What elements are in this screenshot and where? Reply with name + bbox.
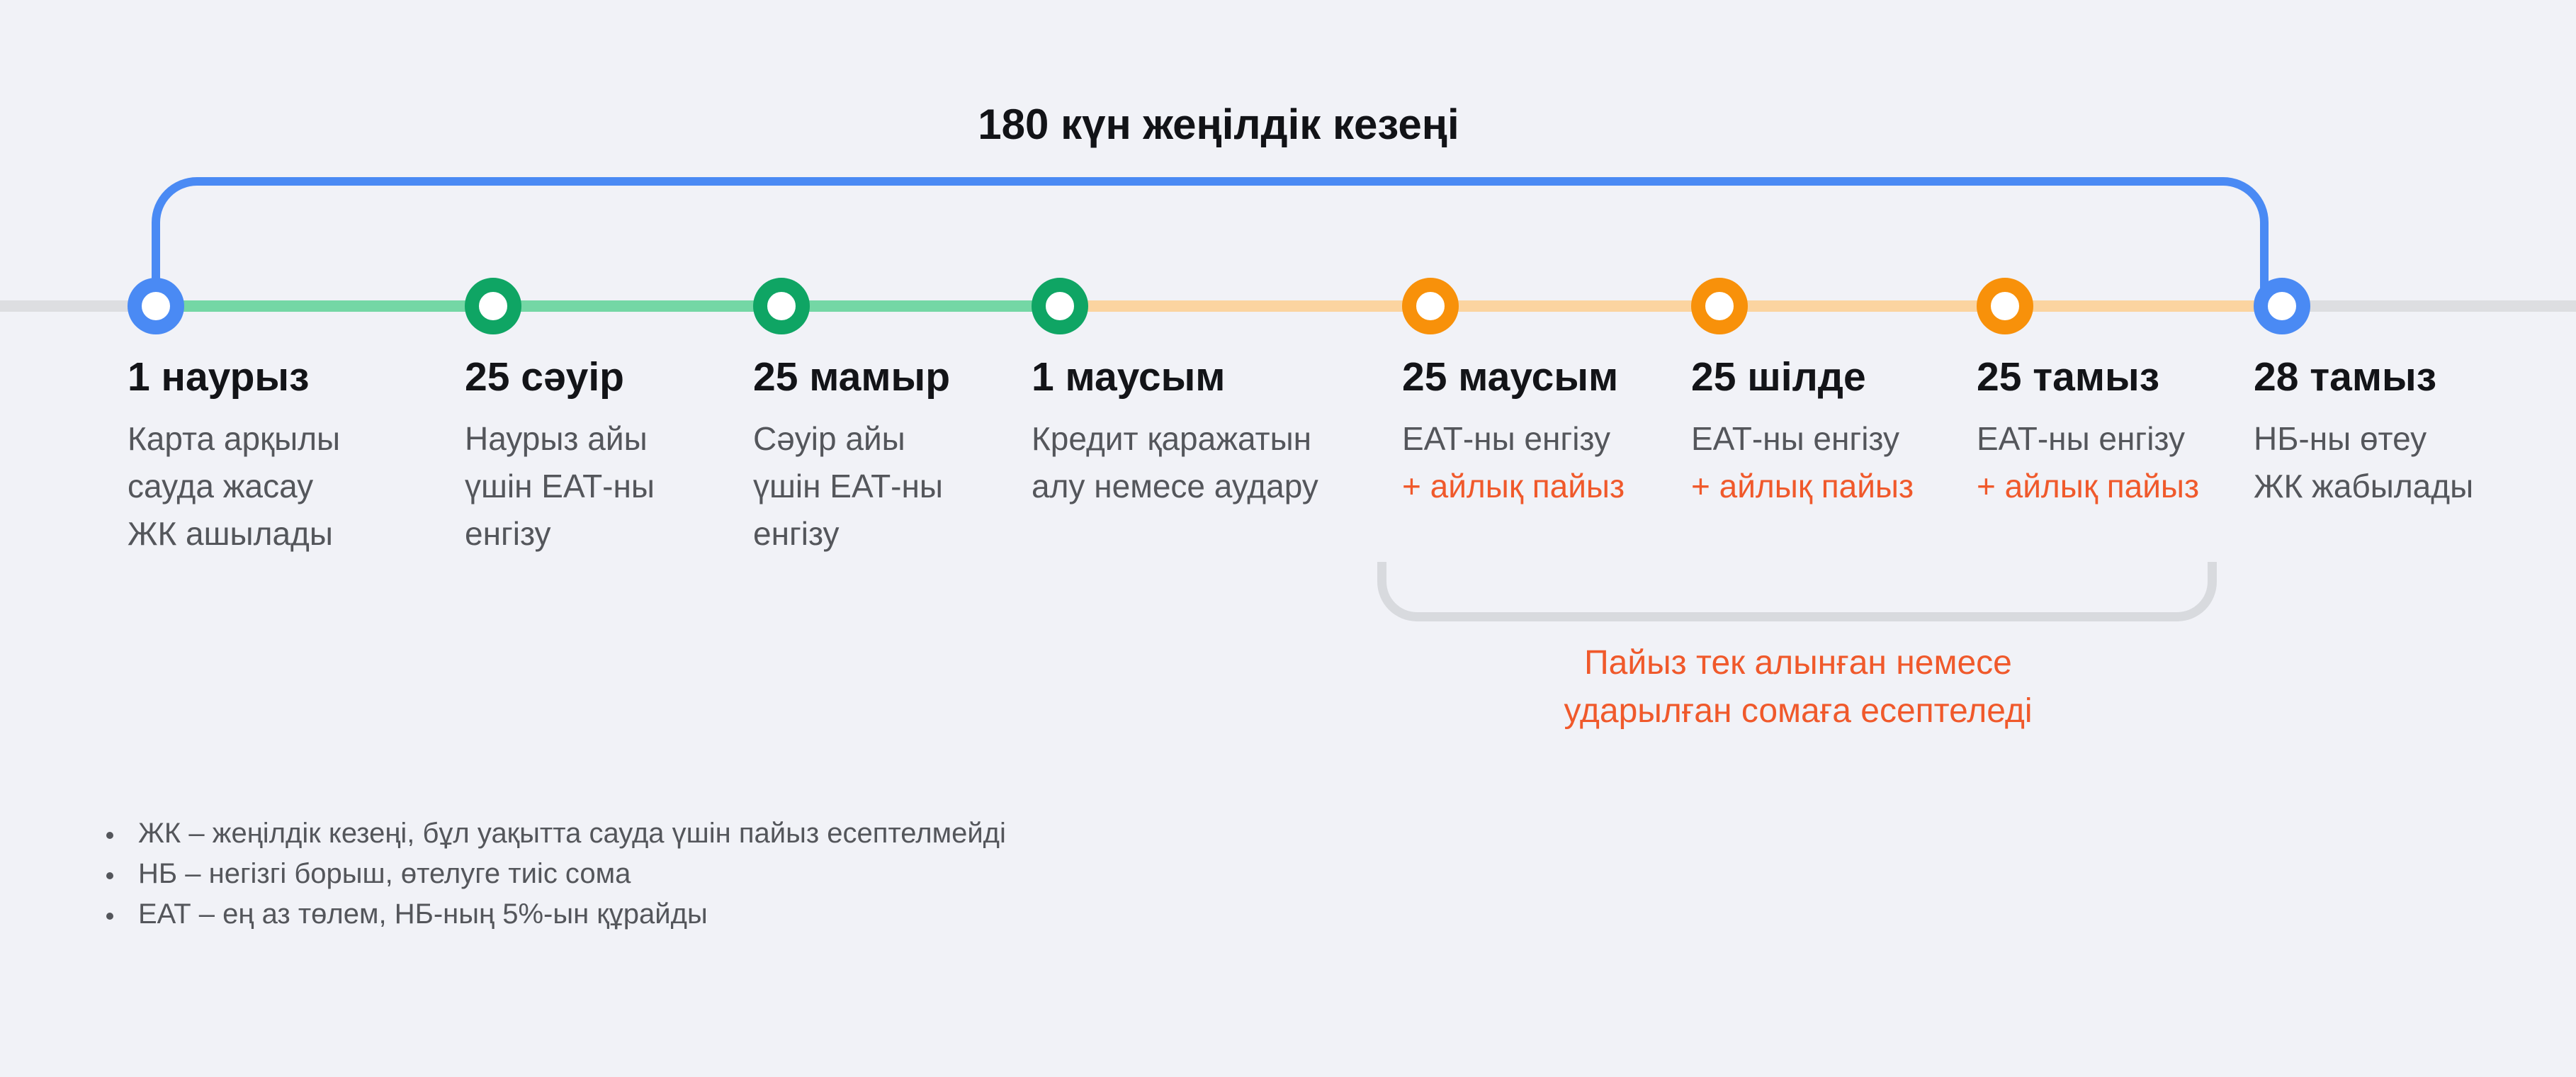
- event-column-25-may: 25 мамыр Сәуір айы үшін ЕАТ-ны енгізу: [753, 357, 1079, 558]
- event-column-25-jul: 25 шілде ЕАТ-ны енгізу + айлық пайыз: [1691, 357, 2017, 510]
- event-date: 25 тамыз: [1977, 354, 2160, 400]
- event-date: 1 наурыз: [128, 354, 310, 400]
- legend-item-text: ЖК – жеңілдік кезеңі, бұл уақытта сауда …: [138, 818, 1006, 849]
- legend-item-nb: НБ – негізгі борыш, өтелуге тиіс сома: [106, 854, 1006, 894]
- event-description-line: Карта арқылы: [128, 420, 341, 457]
- event-date: 25 мамыр: [753, 354, 951, 400]
- event-column-25-jun: 25 маусым ЕАТ-ны енгізу + айлық пайыз: [1402, 357, 1728, 510]
- timeline-node-25-jun: [1402, 278, 1459, 334]
- event-description-line: Кредит қаражатын: [1032, 420, 1312, 457]
- event-description-line: ЕАТ-ны енгізу: [1402, 420, 1610, 457]
- event-column-28-aug: 28 тамыз НБ-ны өтеу ЖК жабылады: [2254, 357, 2576, 510]
- event-description-line: ЕАТ-ны енгізу: [1691, 420, 1899, 457]
- event-column-25-aug: 25 тамыз ЕАТ-ны енгізу + айлық пайыз: [1977, 357, 2303, 510]
- event-description-line: ЖК жабылады: [2254, 468, 2474, 504]
- timeline-node-25-may: [753, 278, 810, 334]
- timeline-node-1-mar: [128, 278, 184, 334]
- bullet-dot-icon: [106, 913, 113, 920]
- event-description: ЕАТ-ны енгізу + айлық пайыз: [1691, 415, 2017, 510]
- timeline-node-25-apr: [465, 278, 521, 334]
- abbreviations-legend: ЖК – жеңілдік кезеңі, бұл уақытта сауда …: [106, 813, 1006, 935]
- event-description-line: алу немесе аудару: [1032, 468, 1318, 504]
- event-date: 25 маусым: [1402, 354, 1619, 400]
- event-description: Карта арқылы сауда жасау ЖК ашылады: [128, 415, 453, 558]
- event-column-25-apr: 25 сәуір Наурыз айы үшін ЕАТ-ны енгізу: [465, 357, 791, 558]
- legend-item-text: НБ – негізгі борыш, өтелуге тиіс сома: [138, 858, 631, 889]
- timeline-segment-green: [156, 300, 1060, 312]
- timeline-node-1-jun: [1032, 278, 1088, 334]
- event-description: Наурыз айы үшін ЕАТ-ны енгізу: [465, 415, 791, 558]
- interest-callout-line: ударылған сомаға есептеледі: [1564, 692, 2033, 730]
- event-description: Кредит қаражатын алу немесе аудару: [1032, 415, 1357, 510]
- event-description-line: енгізу: [753, 515, 840, 552]
- event-description-line: ЕАТ-ны енгізу: [1977, 420, 2185, 457]
- event-interest-note: + айлық пайыз: [1691, 468, 1914, 504]
- event-description: ЕАТ-ны енгізу + айлық пайыз: [1402, 415, 1728, 510]
- grace-period-bracket: [152, 177, 2269, 306]
- legend-item-text: ЕАТ – ең аз төлем, НБ-ның 5%-ын құрайды: [138, 898, 708, 930]
- event-description-line: НБ-ны өтеу: [2254, 420, 2427, 457]
- timeline-node-25-aug: [1977, 278, 2033, 334]
- event-description-line: Сәуір айы: [753, 420, 905, 457]
- event-column-1-mar: 1 наурыз Карта арқылы сауда жасау ЖК ашы…: [128, 357, 453, 558]
- bullet-dot-icon: [106, 872, 113, 879]
- event-description: НБ-ны өтеу ЖК жабылады: [2254, 415, 2576, 510]
- event-description-line: үшін ЕАТ-ны: [753, 468, 943, 504]
- event-description-line: үшін ЕАТ-ны: [465, 468, 655, 504]
- event-date: 1 маусым: [1032, 354, 1226, 400]
- event-description: Сәуір айы үшін ЕАТ-ны енгізу: [753, 415, 1079, 558]
- legend-item-zhk: ЖК – жеңілдік кезеңі, бұл уақытта сауда …: [106, 813, 1006, 854]
- timeline-segment-orange: [1060, 300, 2281, 312]
- event-description-line: сауда жасау: [128, 468, 314, 504]
- event-column-1-jun: 1 маусым Кредит қаражатын алу немесе ауд…: [1032, 357, 1357, 510]
- event-date: 25 сәуір: [465, 354, 624, 400]
- event-description: ЕАТ-ны енгізу + айлық пайыз: [1977, 415, 2303, 510]
- bullet-dot-icon: [106, 832, 113, 839]
- timeline-node-28-aug: [2254, 278, 2310, 334]
- interest-callout-line: Пайыз тек алынған немесе: [1584, 644, 2012, 682]
- event-description-line: Наурыз айы: [465, 420, 648, 457]
- timeline-node-25-jul: [1691, 278, 1748, 334]
- grace-period-title: 180 күн жеңілдік кезеңі: [978, 101, 1459, 148]
- event-description-line: ЖК ашылады: [128, 515, 333, 552]
- interest-period-bracket: [1377, 562, 2217, 621]
- event-interest-note: + айлық пайыз: [1402, 468, 1625, 504]
- event-date: 28 тамыз: [2254, 354, 2437, 400]
- event-description-line: енгізу: [465, 515, 551, 552]
- event-interest-note: + айлық пайыз: [1977, 468, 2200, 504]
- legend-item-eat: ЕАТ – ең аз төлем, НБ-ның 5%-ын құрайды: [106, 894, 1006, 935]
- interest-callout: Пайыз тек алынған немесе ударылған сомағ…: [1564, 639, 2032, 735]
- event-date: 25 шілде: [1691, 354, 1866, 400]
